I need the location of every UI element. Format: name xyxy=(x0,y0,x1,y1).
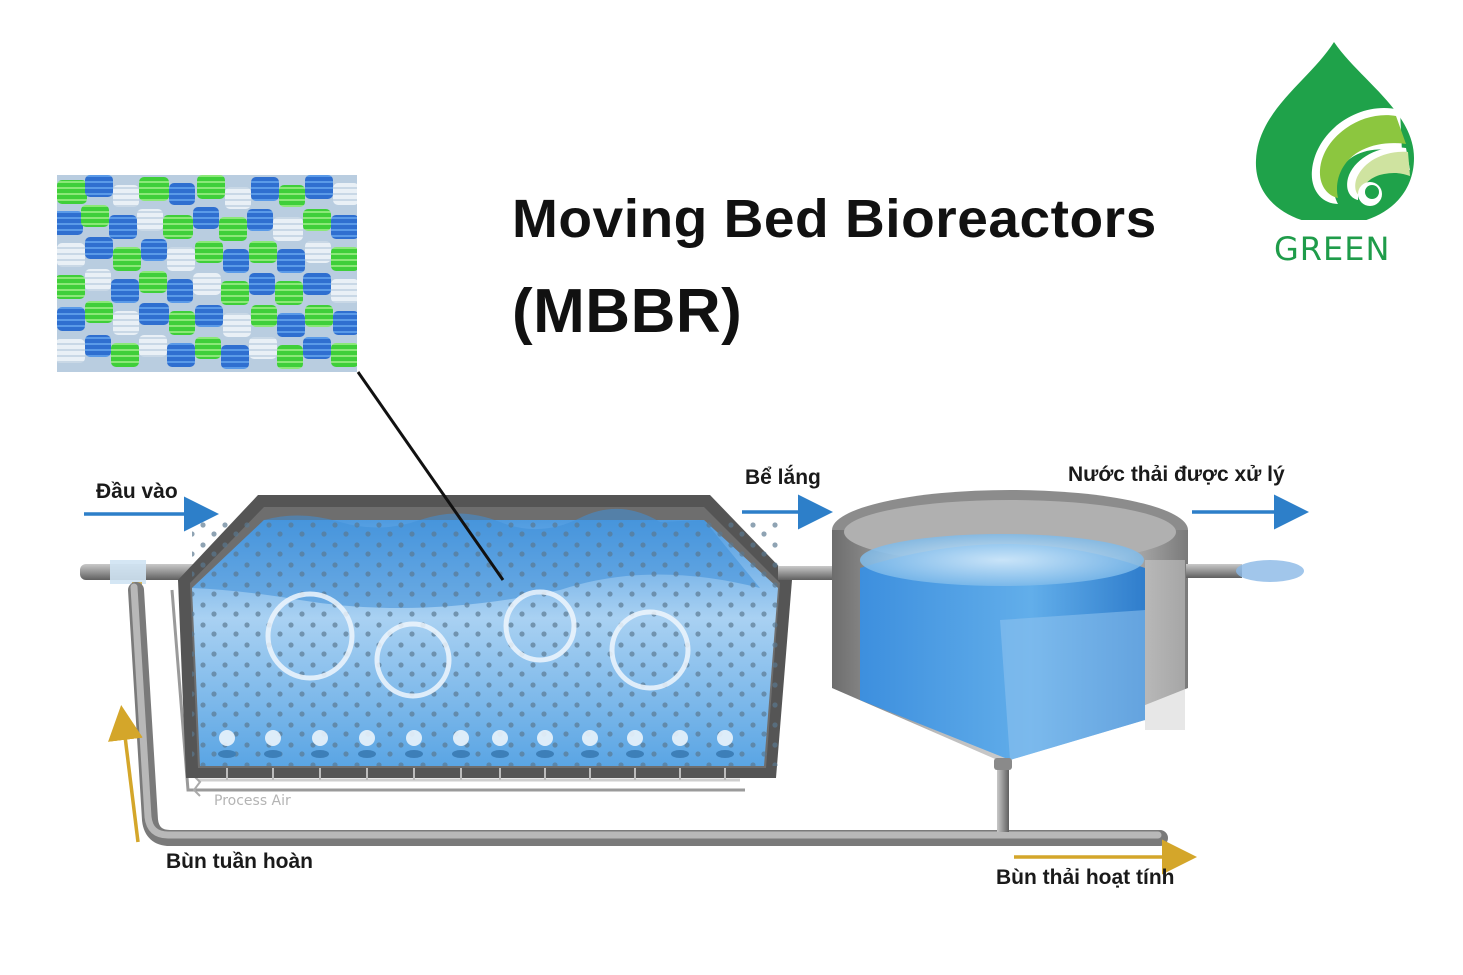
process-air-header xyxy=(170,589,745,797)
return-sludge-pipe xyxy=(128,582,1168,846)
label-waste-activated-sludge: Bùn thải hoạt tính xyxy=(996,866,1175,889)
label-settling-tank: Bể lắng xyxy=(745,466,821,489)
label-return-sludge: Bùn tuần hoàn xyxy=(166,850,313,873)
vortex-ring xyxy=(265,591,355,681)
label-inlet: Đầu vào xyxy=(96,480,178,503)
logo-text: GREEN xyxy=(1274,230,1391,268)
diagram-title-line1: Moving Bed Bioreactors xyxy=(512,189,1157,249)
callout-line xyxy=(356,371,505,581)
vortex-ring xyxy=(609,609,691,691)
secondary-clarifier xyxy=(832,490,1188,832)
media-carrier-photo xyxy=(57,175,357,372)
effluent-pipe xyxy=(1186,560,1304,582)
diffuser-array xyxy=(218,750,734,758)
transfer-pipe xyxy=(778,566,838,580)
vortex-ring xyxy=(374,621,452,699)
label-process-air: Process Air xyxy=(214,793,291,809)
leaf-drop-icon xyxy=(1255,42,1414,220)
vortex-ring xyxy=(503,589,577,663)
diagram-title-line2: (MBBR) xyxy=(512,277,743,346)
mbbr-aeration-tank xyxy=(178,495,792,780)
return-sludge-arrow xyxy=(108,705,143,843)
label-treated-effluent: Nước thải được xử lý xyxy=(1068,463,1285,486)
green-logo: GREEN xyxy=(1250,40,1420,270)
